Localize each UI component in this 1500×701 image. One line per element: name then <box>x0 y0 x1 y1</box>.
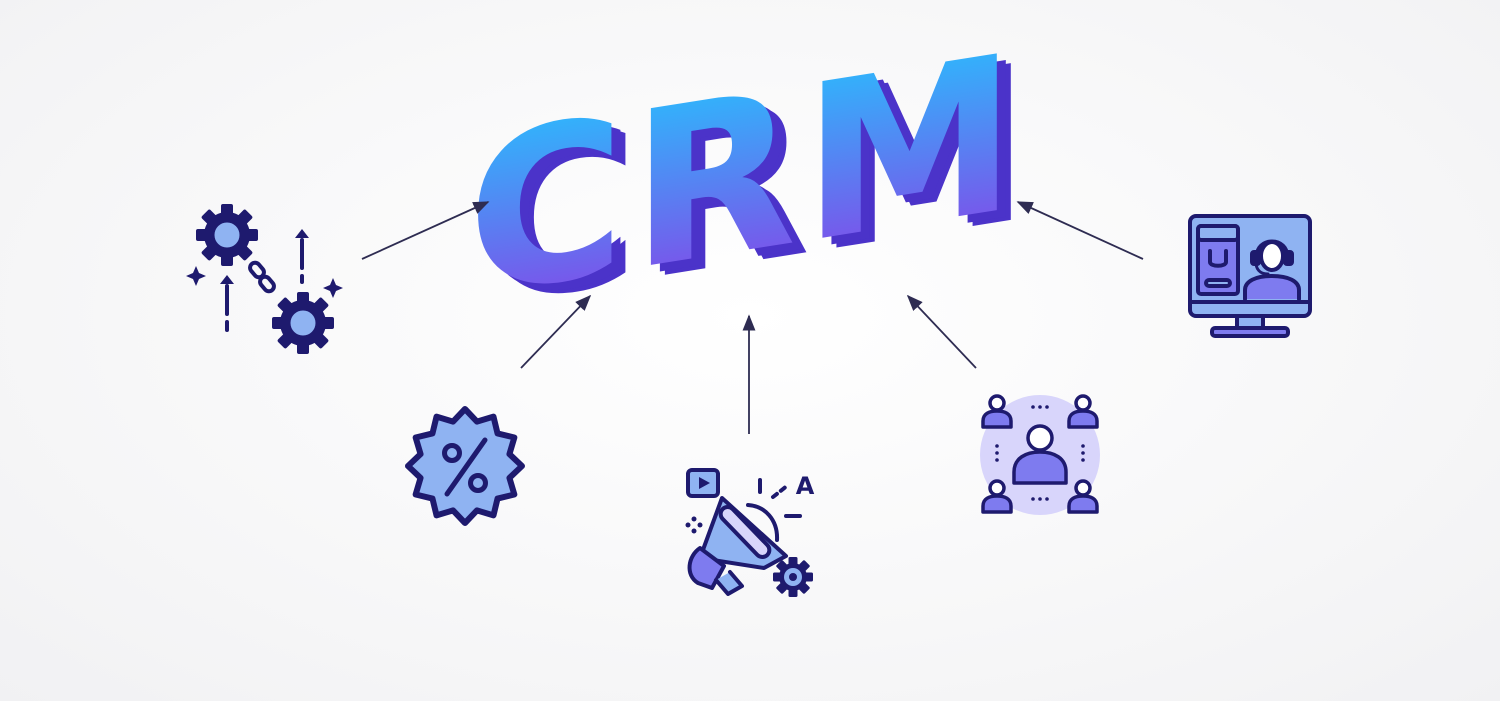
arrow-integration <box>361 201 490 260</box>
play-icon <box>686 468 720 498</box>
person-icon-tl <box>981 394 1013 429</box>
megaphone-icon: A <box>685 468 815 597</box>
person-icon-center <box>1012 424 1068 485</box>
crm-title-face: CRM <box>467 7 1022 345</box>
gears-chain-icon <box>186 204 343 354</box>
shopping-bag-icon <box>1196 224 1240 296</box>
sparkle-icon-2 <box>323 278 343 298</box>
person-icon-bl <box>981 479 1013 514</box>
chain-icon <box>248 260 276 294</box>
arrow-team <box>906 294 977 369</box>
person-icon-tr <box>1067 394 1099 429</box>
arrows <box>361 201 1144 434</box>
arrow-support <box>1016 201 1144 260</box>
gear-icon <box>196 204 258 266</box>
percent-badge-icon <box>405 406 525 526</box>
crm-title: CRM CRM CRM <box>467 7 1036 355</box>
gear-icon-2 <box>272 292 334 354</box>
monitor-support-icon <box>1188 214 1312 338</box>
arrow-discount <box>520 294 592 369</box>
support-agent-icon <box>1243 239 1301 301</box>
letter-a-label: A <box>796 472 815 500</box>
person-icon-br <box>1067 479 1099 514</box>
sparkle-icon <box>186 266 206 286</box>
people-network-icon <box>980 394 1100 515</box>
small-gear-icon <box>773 557 813 597</box>
